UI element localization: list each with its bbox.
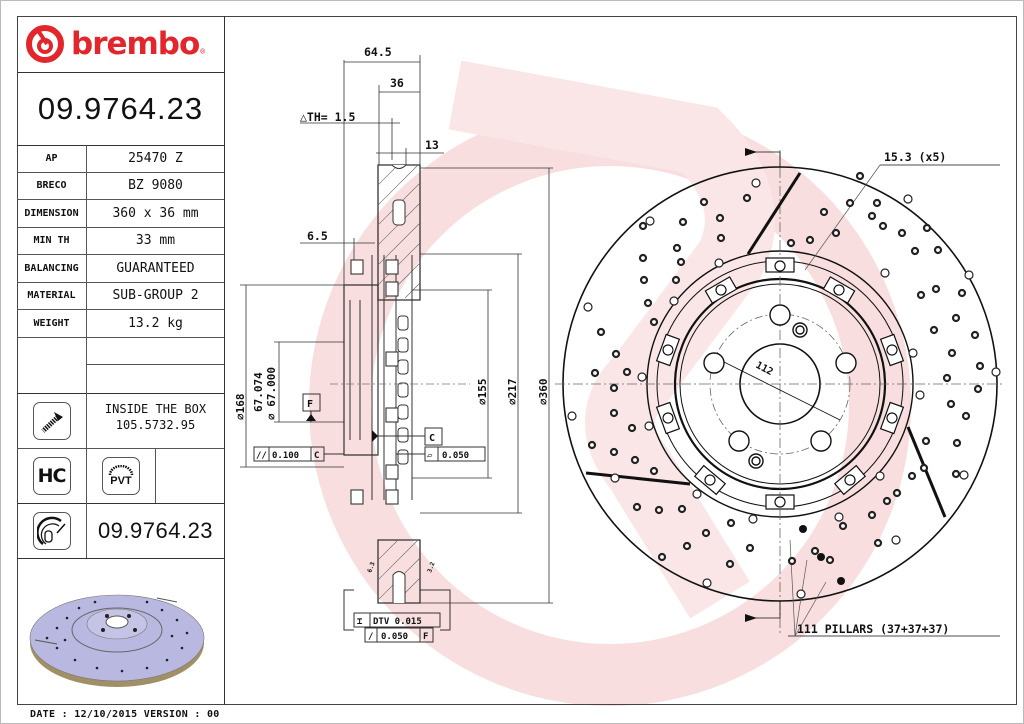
runout-datum: F [423,632,428,642]
drawing-frame [17,16,1017,705]
disc-caliper-icon [32,511,71,550]
reference-part-number: 09.9764.23 [97,517,214,543]
dim-64-5: 64.5 [364,45,392,59]
inside-box-part: 105.5732.95 [115,418,196,432]
spec-value: 33 mm [86,227,224,255]
dim-dia-168: ⌀168 [234,394,247,421]
dim-13: 13 [425,138,439,152]
brembo-logo-icon [26,25,64,63]
dim-36: 36 [390,76,404,90]
dim-6-5: 6.5 [307,229,328,243]
bobbins [655,257,905,510]
spec-label: MATERIAL [17,282,87,310]
part-number: 09.9764.23 [17,73,224,146]
disc-3d-render-image [29,594,205,687]
brand-logo: brembo ® [17,16,224,73]
surface-finish-left: 6.3 [366,561,376,574]
dim-dia-155: ⌀155 [476,379,489,406]
spec-label: DIMENSION [17,199,87,228]
bolt-hole-spec: 15.3 (x5) [884,150,946,164]
dtv-symbol: ⌶ [357,617,363,627]
hc-badge-icon: HC [32,456,71,495]
flatness-value: 0.050 [442,451,469,461]
spec-value: 13.2 kg [86,309,224,338]
spec-label: AP [17,145,87,173]
spec-value: 360 x 36 mm [86,199,224,228]
product-render [17,558,224,704]
spec-label: MIN TH [17,227,87,255]
spec-label: WEIGHT [17,309,87,338]
dtv-value: DTV 0.015 [373,617,422,627]
dim-dia-360: ⌀360 [537,379,550,406]
spec-label: BRECO [17,172,87,200]
parallelism-datum: C [314,451,319,461]
pvt-label: PVT [110,474,132,487]
runout-value: 0.050 [381,632,408,642]
flatness-symbol: ▱ [427,451,433,461]
dim-dia-217: ⌀217 [506,379,519,406]
pvt-badge-icon: PVT [102,456,140,495]
spec-value: SUB-GROUP 2 [86,282,224,310]
parallelism-value: 0.100 [272,451,299,461]
inside-the-box-row: INSIDE THE BOX 105.5732.95 [17,393,224,449]
blank-spec-rows [17,337,224,394]
parallelism-symbol: // [256,451,267,461]
dim-delta-th: △TH= 1.5 [300,110,355,124]
spec-value: BZ 9080 [86,172,224,200]
open-holes [567,178,1001,599]
dim-bore-min: ⌀ 67.000 [265,367,278,420]
badge-row: HC PVT [17,448,224,504]
brembo-watermark [309,60,911,706]
inside-box-label: INSIDE THE BOX [104,402,207,416]
brand-name: brembo [71,26,200,62]
reference-row: 09.9764.23 [17,503,224,559]
surface-finish-right: 3.2 [426,561,436,574]
drill-holes [587,171,985,569]
registered-mark: ® [200,46,206,56]
spec-label: BALANCING [17,254,87,283]
dim-bore-max: 67.074 [252,372,265,412]
runout-symbol: / [368,632,373,642]
spec-value: 25470 Z [86,145,224,173]
date-version-footer: DATE : 12/10/2015 VERSION : 00 [30,709,220,720]
datum-f-label: F [307,399,313,410]
screw-icon [32,401,71,440]
spec-value: GUARANTEED [86,254,224,283]
datum-c-label: C [429,433,435,444]
pillars-spec: 111 PILLARS (37+37+37) [797,622,949,636]
